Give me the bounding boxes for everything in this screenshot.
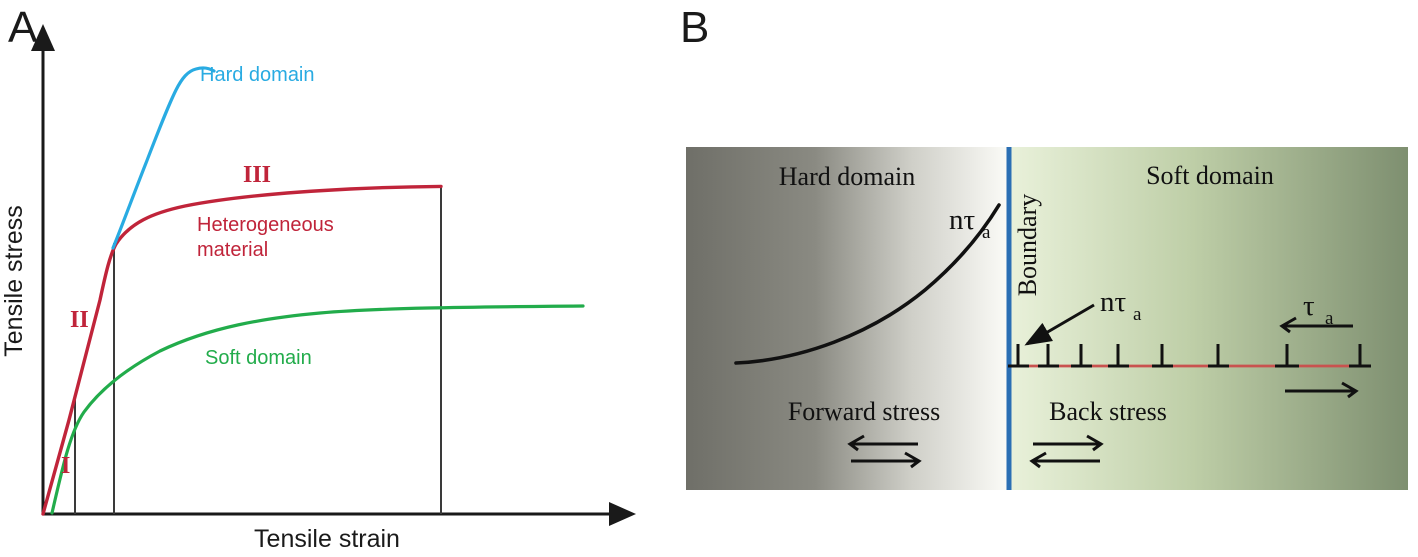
stage-label-i: I xyxy=(61,453,70,479)
label-soft-domain: Soft domain xyxy=(205,347,312,369)
pileup-pointer-arrow xyxy=(1024,303,1095,346)
applied-shear-arrow-top xyxy=(1279,316,1353,334)
hard-side-stress-base: nτ xyxy=(949,204,976,236)
dislocation-symbol xyxy=(1108,344,1129,368)
dislocation-pileup xyxy=(1008,344,1371,368)
boundary-label: Boundary xyxy=(1013,194,1042,297)
dislocation-symbol xyxy=(1038,344,1059,368)
panel-b-letter: B xyxy=(680,3,709,52)
panel-a-letter: A xyxy=(8,3,38,52)
stress-concentration-curve xyxy=(734,203,1001,365)
dislocation-symbol xyxy=(1071,344,1092,368)
dislocation-symbol xyxy=(1349,344,1371,368)
x-axis-label: Tensile strain xyxy=(254,525,400,553)
applied-stress-symbol: τ a xyxy=(1303,290,1334,329)
hard-domain-region xyxy=(686,147,1008,490)
dislocation-symbol xyxy=(1208,344,1229,368)
applied-shear-arrow-bottom xyxy=(1285,381,1359,399)
forward-stress-label: Forward stress xyxy=(788,397,940,426)
curve-heterogeneous-material xyxy=(41,184,443,516)
panel-b: B Hard domain Soft domain Boundary nτ a xyxy=(680,3,1408,490)
soft-domain-label: Soft domain xyxy=(1146,161,1274,190)
applied-stress-base: τ xyxy=(1303,290,1315,322)
pileup-stress-sub: a xyxy=(1133,304,1142,325)
soft-domain-region xyxy=(1010,147,1408,490)
dislocation-symbol xyxy=(1152,344,1173,368)
pileup-stress-symbol: nτ a xyxy=(1100,286,1142,325)
panel-a: A Tensile strain Tensile stress Hard dom… xyxy=(0,3,636,553)
hard-side-stress-sub: a xyxy=(982,222,991,243)
hard-domain-label: Hard domain xyxy=(779,162,915,191)
back-stress-label: Back stress xyxy=(1049,397,1167,426)
hard-side-stress-symbol: nτ a xyxy=(949,204,991,243)
applied-stress-sub: a xyxy=(1325,308,1334,329)
dislocation-symbol xyxy=(1008,344,1029,368)
label-heterogeneous-line2: material xyxy=(197,239,268,261)
dislocation-symbol xyxy=(1275,344,1299,368)
curve-soft-domain xyxy=(50,304,585,515)
forward-stress-arrows xyxy=(847,434,922,469)
y-axis-label: Tensile stress xyxy=(0,205,28,356)
label-hard-domain: Hard domain xyxy=(200,64,315,86)
curve-hard-domain xyxy=(111,66,216,250)
label-heterogeneous-line1: Heterogeneous xyxy=(197,214,334,236)
pileup-stress-base: nτ xyxy=(1100,286,1127,318)
stage-label-iii: III xyxy=(243,162,271,188)
back-stress-arrows xyxy=(1029,434,1104,469)
stage-label-ii: II xyxy=(70,307,89,333)
